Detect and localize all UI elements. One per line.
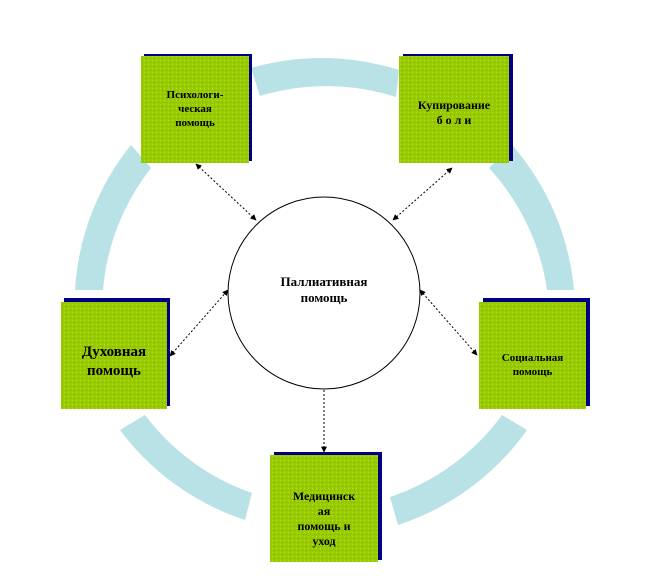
label-social: Социальная помощь (501, 352, 564, 378)
connector-pain-relief (392, 167, 453, 221)
label-medical: Медицинск ая помощь и уход (292, 489, 356, 548)
outer-ring (75, 58, 574, 525)
ring-segment-right (489, 145, 574, 290)
ring-segment-bottom-left (120, 415, 252, 520)
connector-social (419, 289, 478, 356)
label-pain-relief: Купирование б о л и (417, 98, 491, 127)
label-spiritual: Духовная помощь (81, 344, 147, 379)
box-psychological (141, 56, 249, 163)
label-center: Паллиативная помощь (280, 273, 368, 305)
ring-segment-bottom-right (390, 415, 527, 525)
ring-segment-left (75, 145, 151, 290)
ring-segment-top (251, 58, 399, 97)
connectors (169, 163, 478, 453)
box-pain-relief (399, 56, 509, 163)
connector-spiritual (169, 289, 229, 357)
box-medical (270, 455, 378, 562)
connector-psychological (195, 163, 257, 221)
node-boxes (61, 54, 590, 562)
label-psychological: Психологи- ческая помощь (166, 89, 224, 129)
box-spiritual (61, 302, 167, 409)
center-circle (227, 196, 421, 390)
box-social (479, 302, 586, 409)
